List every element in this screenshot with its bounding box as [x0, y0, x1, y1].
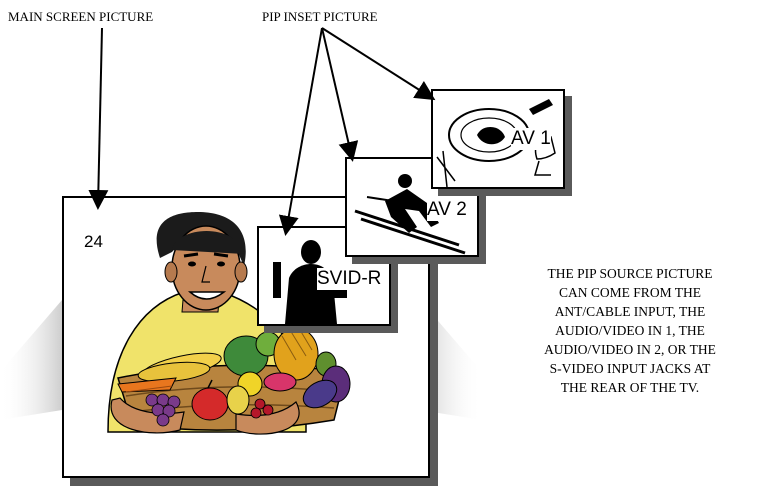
caption-line: ANT/CABLE INPUT, THE: [500, 302, 760, 321]
caption-line: AUDIO/VIDEO IN 1, THE: [500, 321, 760, 340]
caption-line: THE REAR OF THE TV.: [500, 378, 760, 397]
caption-line: THE PIP SOURCE PICTURE: [500, 264, 760, 283]
caption-line: CAN COME FROM THE: [500, 283, 760, 302]
pip-source-caption: THE PIP SOURCE PICTURE CAN COME FROM THE…: [500, 264, 760, 397]
caption-line: S-VIDEO INPUT JACKS AT: [500, 359, 760, 378]
caption-line: AUDIO/VIDEO IN 2, OR THE: [500, 340, 760, 359]
